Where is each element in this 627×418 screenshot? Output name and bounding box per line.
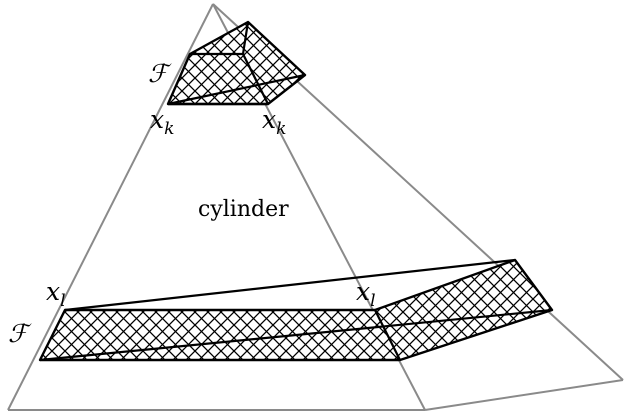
bottom-sheet-hatched-band [38,258,554,362]
frame-base-right [424,379,624,411]
top-sheet-diagonal [167,73,306,106]
xk-label-right: xk [262,105,286,139]
top-foliation-sheet [166,20,307,106]
bottom-foliation-sheet [38,258,554,362]
bottom-sheet-upper-edge [64,258,516,312]
xl-label-right: xl [356,277,376,311]
bottom-sheet-fold [374,309,401,361]
bottom-sheet-diagonal [39,308,553,362]
frame-left-edge [7,3,214,411]
region-label: cylinder [198,197,289,222]
xk-label-left: xk [150,105,174,139]
xl-label-left: xl [46,277,66,311]
top-sheet-hatched-band [166,20,307,106]
foliation-label-bottom: ℱ [8,319,32,348]
top-sheet-inner-fold [242,53,269,105]
foliation-label-top: ℱ [148,59,172,88]
